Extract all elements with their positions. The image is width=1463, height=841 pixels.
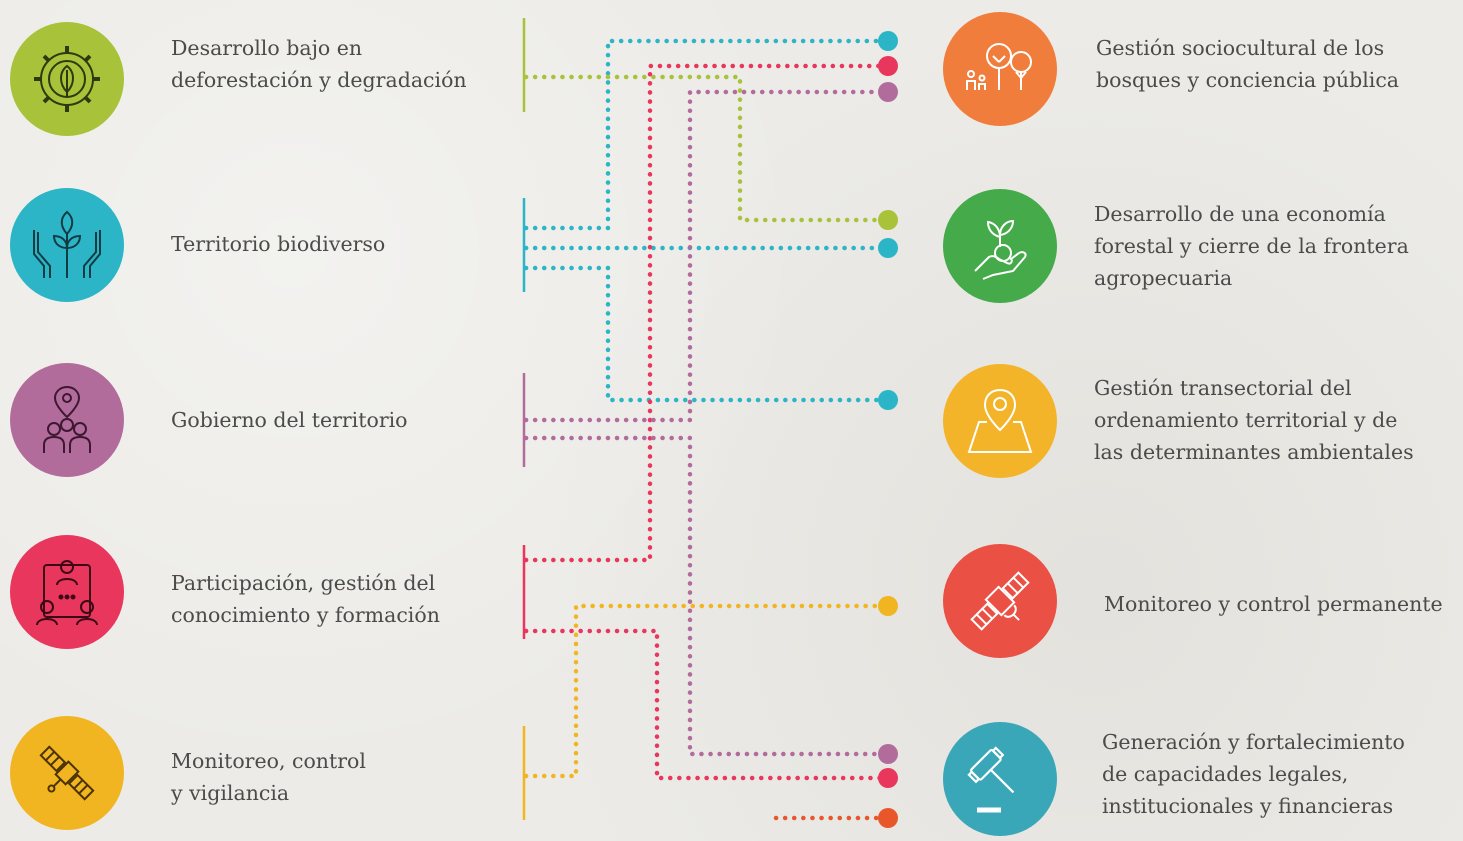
end-dot (878, 56, 898, 76)
end-dot (878, 596, 898, 616)
end-dot (878, 238, 898, 258)
end-dot (878, 390, 898, 410)
people-location-icon (43, 385, 91, 453)
end-dot (878, 744, 898, 764)
hand-seedling-icon (974, 219, 1027, 280)
satellite-icon (970, 571, 1030, 631)
icon-circle-participacion (10, 535, 124, 649)
icon-circle-capacidades (943, 722, 1057, 836)
end-dot (878, 210, 898, 230)
icon-circle-economia-forestal (943, 189, 1057, 303)
label-monitoreo-permanente: Monitoreo y control permanente (1104, 592, 1443, 616)
connector-purple (523, 89, 883, 423)
icon-circle-territorio (10, 188, 124, 302)
connector-teal (523, 265, 883, 403)
icon-circle-monitoreo-permanente (943, 544, 1057, 658)
gavel-icon (967, 746, 1015, 813)
connector-purple (523, 435, 883, 757)
connector-yellow (523, 603, 883, 779)
icon-circle-monitoreo (10, 716, 124, 830)
connector-crimson (523, 628, 883, 781)
map-pin-icon (967, 388, 1033, 453)
gear-leaf-icon (34, 46, 100, 112)
end-dot (878, 808, 898, 828)
end-dot (878, 768, 898, 788)
label-gobierno: Gobierno del territorio (171, 408, 408, 432)
connector-crimson (523, 63, 883, 563)
icon-circle-desarrollo (10, 22, 124, 136)
people-network-icon (36, 560, 98, 626)
end-dot (878, 31, 898, 51)
satellite-icon (39, 745, 95, 801)
connector-lime (523, 74, 883, 223)
hands-plant-icon (33, 210, 101, 278)
connector-teal (523, 38, 883, 231)
icon-circle-gestion-transectorial (943, 364, 1057, 478)
icon-circle-gestion-sociocultural (943, 12, 1057, 126)
end-dot (878, 82, 898, 102)
icon-circle-gobierno (10, 363, 124, 477)
label-territorio: Territorio biodiverso (171, 232, 386, 256)
family-trees-icon (966, 43, 1032, 90)
